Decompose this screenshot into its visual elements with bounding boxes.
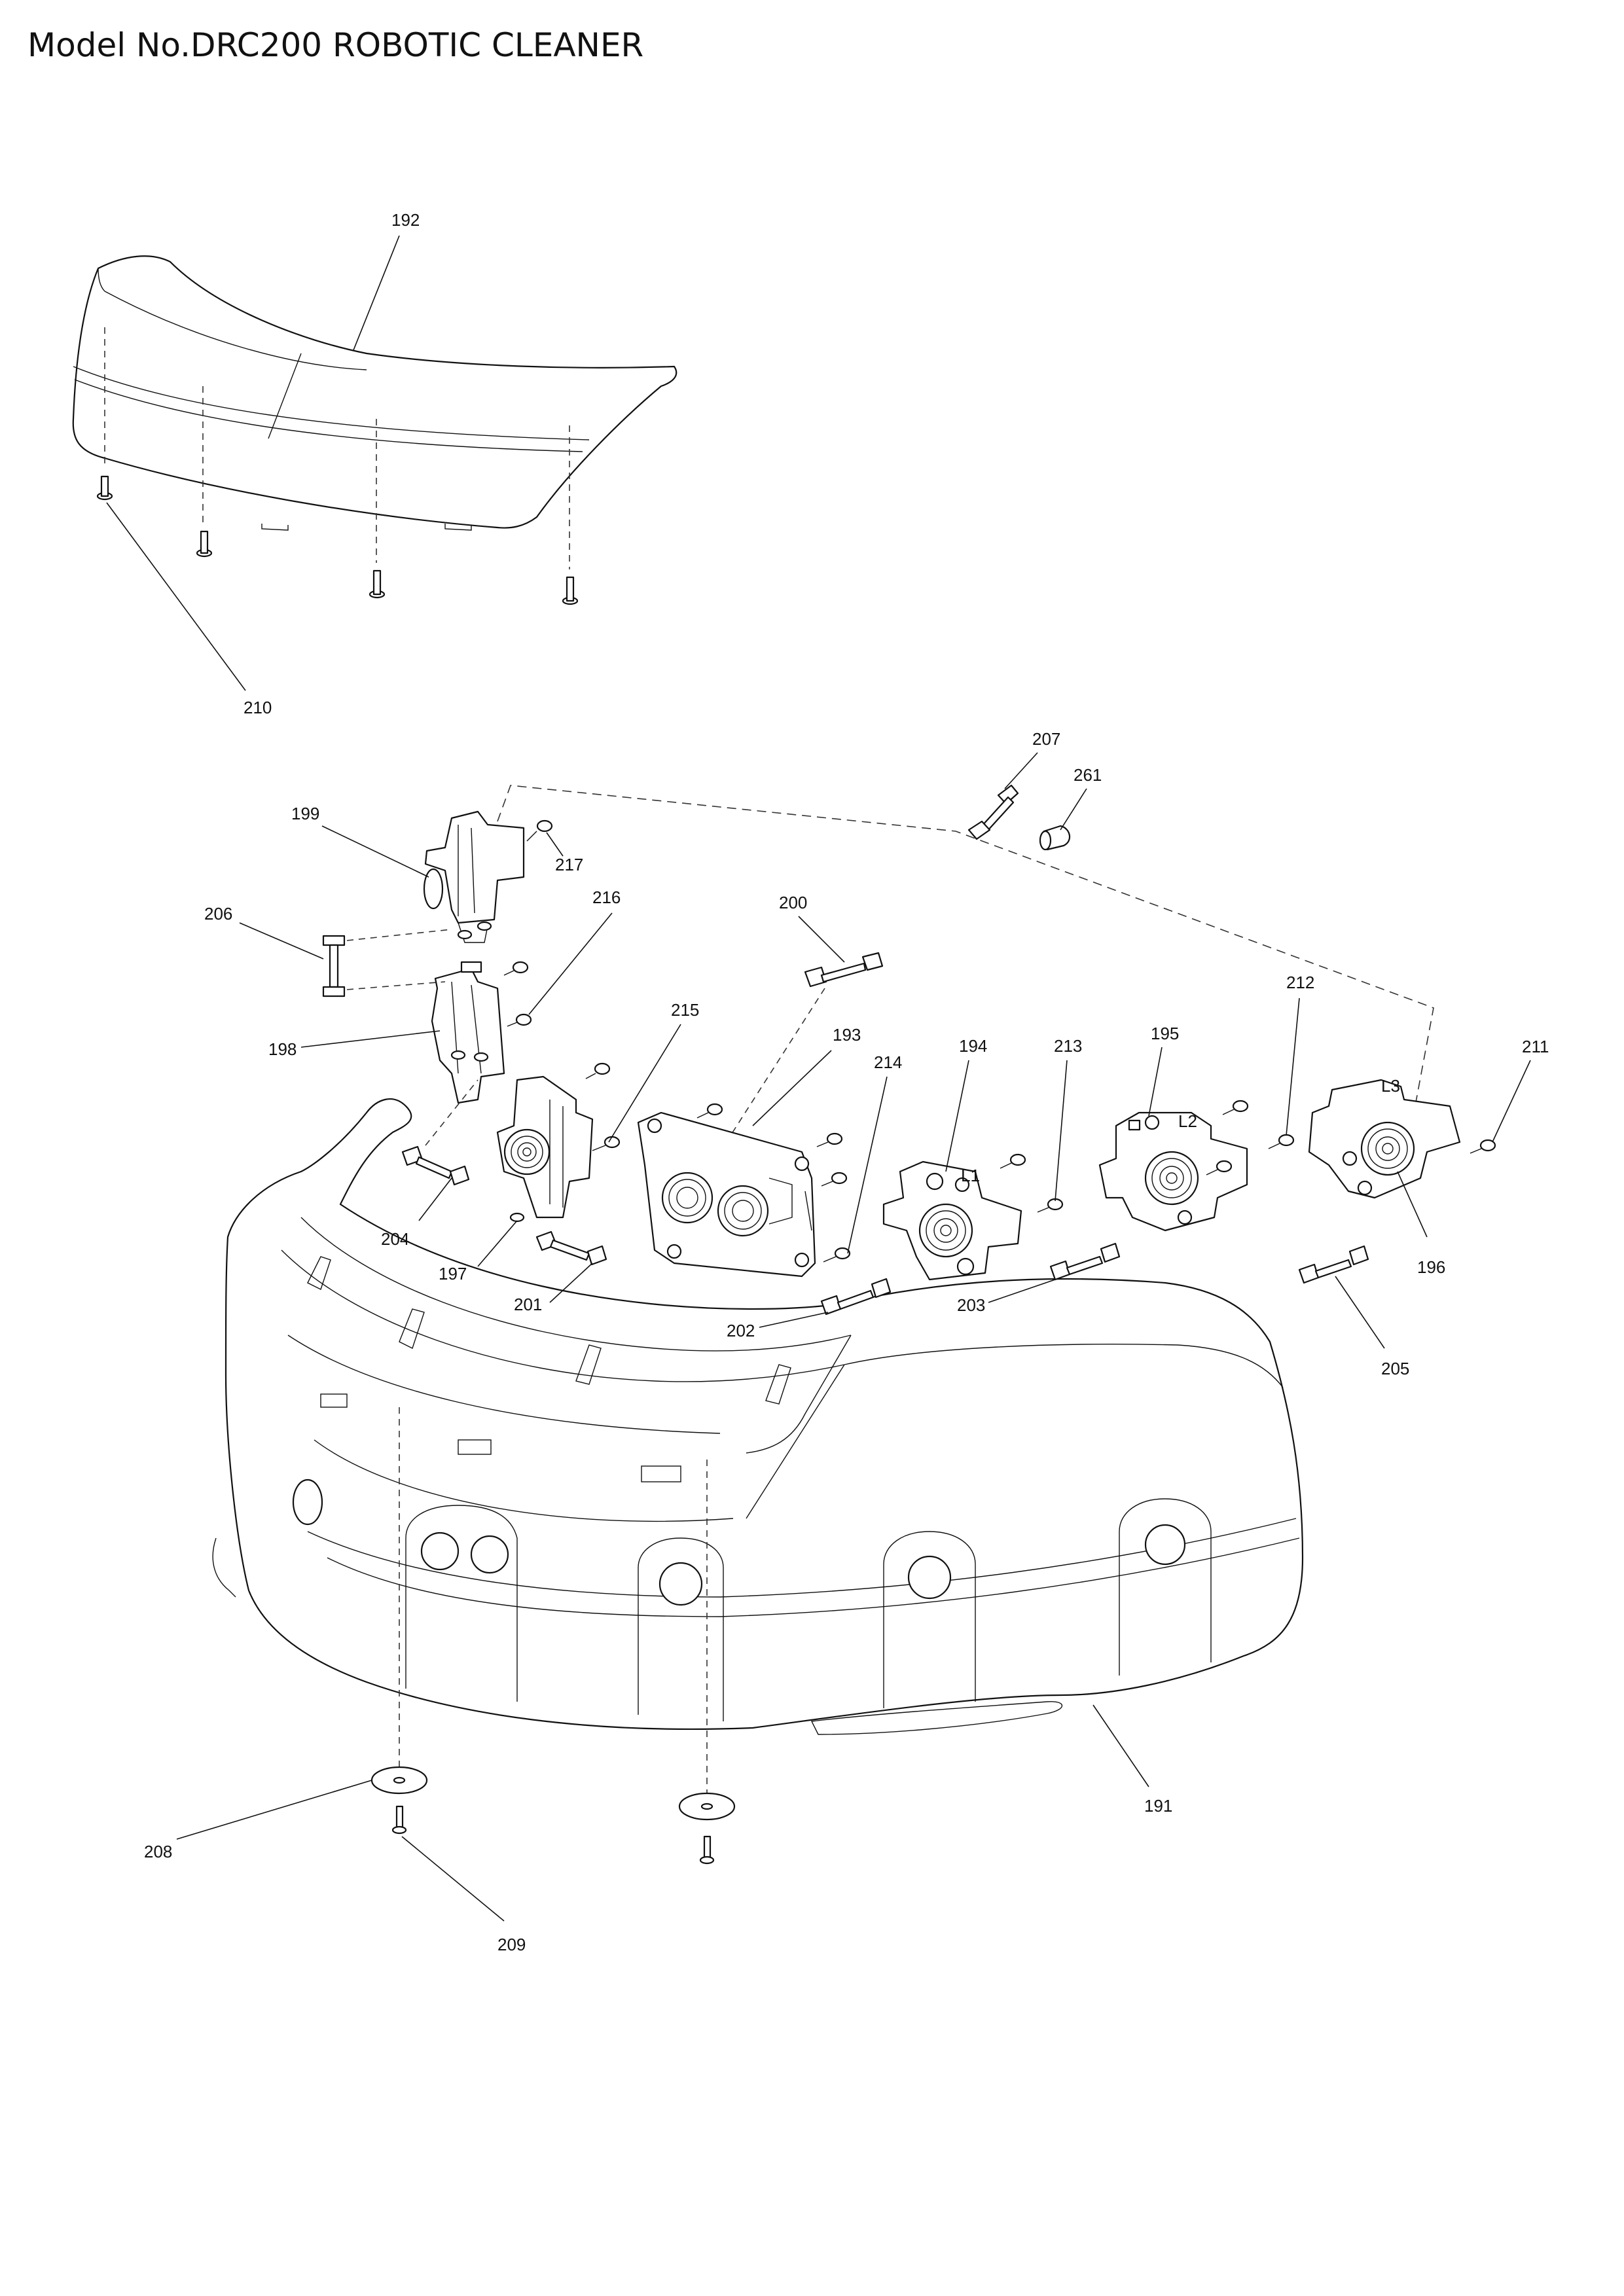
screw-217	[526, 819, 553, 842]
part-198-sensor-holder	[431, 961, 505, 1104]
screws-195	[1206, 1100, 1249, 1175]
screw-axes-192	[104, 327, 570, 569]
screw-194	[1000, 1153, 1026, 1169]
page-title: Model No.DRC200 ROBOTIC CLEANER	[27, 26, 644, 64]
callout-192: 192	[391, 210, 420, 230]
callout-198: 198	[268, 1039, 297, 1059]
callout-195: 195	[1151, 1024, 1179, 1043]
callout-209: 209	[497, 1935, 526, 1954]
callout-203: 203	[957, 1295, 985, 1315]
callout-261: 261	[1074, 765, 1102, 785]
sensor-mark-l2: L2	[1178, 1111, 1197, 1131]
screws-216	[503, 961, 532, 1027]
screw-212	[1268, 1134, 1295, 1149]
callout-199: 199	[291, 804, 319, 823]
washer-icon	[678, 1792, 736, 1821]
sensor-mark-l1: L1	[961, 1166, 980, 1185]
callout-217: 217	[555, 855, 583, 874]
screw-icon	[196, 530, 213, 558]
callout-197: 197	[439, 1264, 467, 1283]
callout-201: 201	[514, 1295, 542, 1314]
sensor-mark-l3: L3	[1381, 1076, 1400, 1096]
part-192-top-cover	[72, 255, 677, 531]
part-202-spacer	[820, 1278, 892, 1316]
callout-215: 215	[671, 1000, 699, 1020]
callout-193: 193	[833, 1025, 861, 1045]
part-196-sensor-l3: L3	[1308, 1076, 1461, 1199]
part-200-spacer	[719, 952, 884, 1153]
callout-214: 214	[874, 1052, 902, 1072]
callout-202: 202	[727, 1321, 755, 1340]
part-205-spacer	[1298, 1245, 1369, 1284]
washer-icon	[370, 1766, 428, 1795]
part-261-cap	[1039, 825, 1071, 851]
callout-194: 194	[959, 1036, 987, 1056]
callout-207: 207	[1032, 729, 1060, 749]
part-194-sensor-l1: L1	[882, 1160, 1022, 1281]
screw-icon	[369, 569, 386, 599]
part-197-sensor	[496, 1075, 594, 1223]
screw-211	[1470, 1139, 1496, 1154]
screws-209	[391, 1805, 715, 1865]
callout-191: 191	[1144, 1796, 1172, 1816]
callout-211: 211	[1522, 1037, 1549, 1056]
callout-196: 196	[1417, 1257, 1445, 1277]
sensor-openings	[405, 1498, 1212, 1721]
part-201-spacer	[535, 1230, 607, 1266]
part-207-spacer	[967, 784, 1019, 840]
leader-lines	[106, 235, 1531, 1922]
screw-axes-191	[399, 1407, 708, 1793]
part-203-spacer	[1049, 1242, 1121, 1281]
callout-213: 213	[1054, 1036, 1082, 1056]
part-193-sensor-board	[637, 1111, 816, 1278]
screw-icon	[699, 1835, 715, 1865]
washers-208	[370, 1766, 736, 1821]
callout-205: 205	[1381, 1359, 1409, 1378]
screw-215	[592, 1136, 621, 1151]
callout-208: 208	[144, 1842, 172, 1861]
guide-line-199-196	[497, 785, 1434, 1113]
screws-210	[96, 475, 579, 605]
callout-204: 204	[381, 1229, 409, 1249]
part-195-sensor-l2: L2	[1098, 1111, 1248, 1232]
screw-icon	[96, 475, 113, 501]
screw-icon	[562, 576, 579, 605]
part-206-spacer	[322, 929, 452, 997]
callout-200: 200	[779, 893, 807, 912]
screws-193	[696, 1103, 851, 1263]
part-204-spacer	[401, 1079, 478, 1186]
screw-197-top	[585, 1062, 611, 1079]
callout-216: 216	[592, 888, 621, 907]
part-191-bumper	[212, 1098, 1304, 1735]
callout-210: 210	[244, 698, 272, 717]
part-199-sensor-holder	[423, 810, 525, 943]
callout-206: 206	[204, 904, 232, 924]
callout-212: 212	[1286, 973, 1314, 992]
callout-labels: 192 210 199 217 207 261 206 216 200 198 …	[144, 210, 1549, 1954]
screw-213	[1037, 1198, 1064, 1213]
screw-icon	[391, 1805, 407, 1835]
